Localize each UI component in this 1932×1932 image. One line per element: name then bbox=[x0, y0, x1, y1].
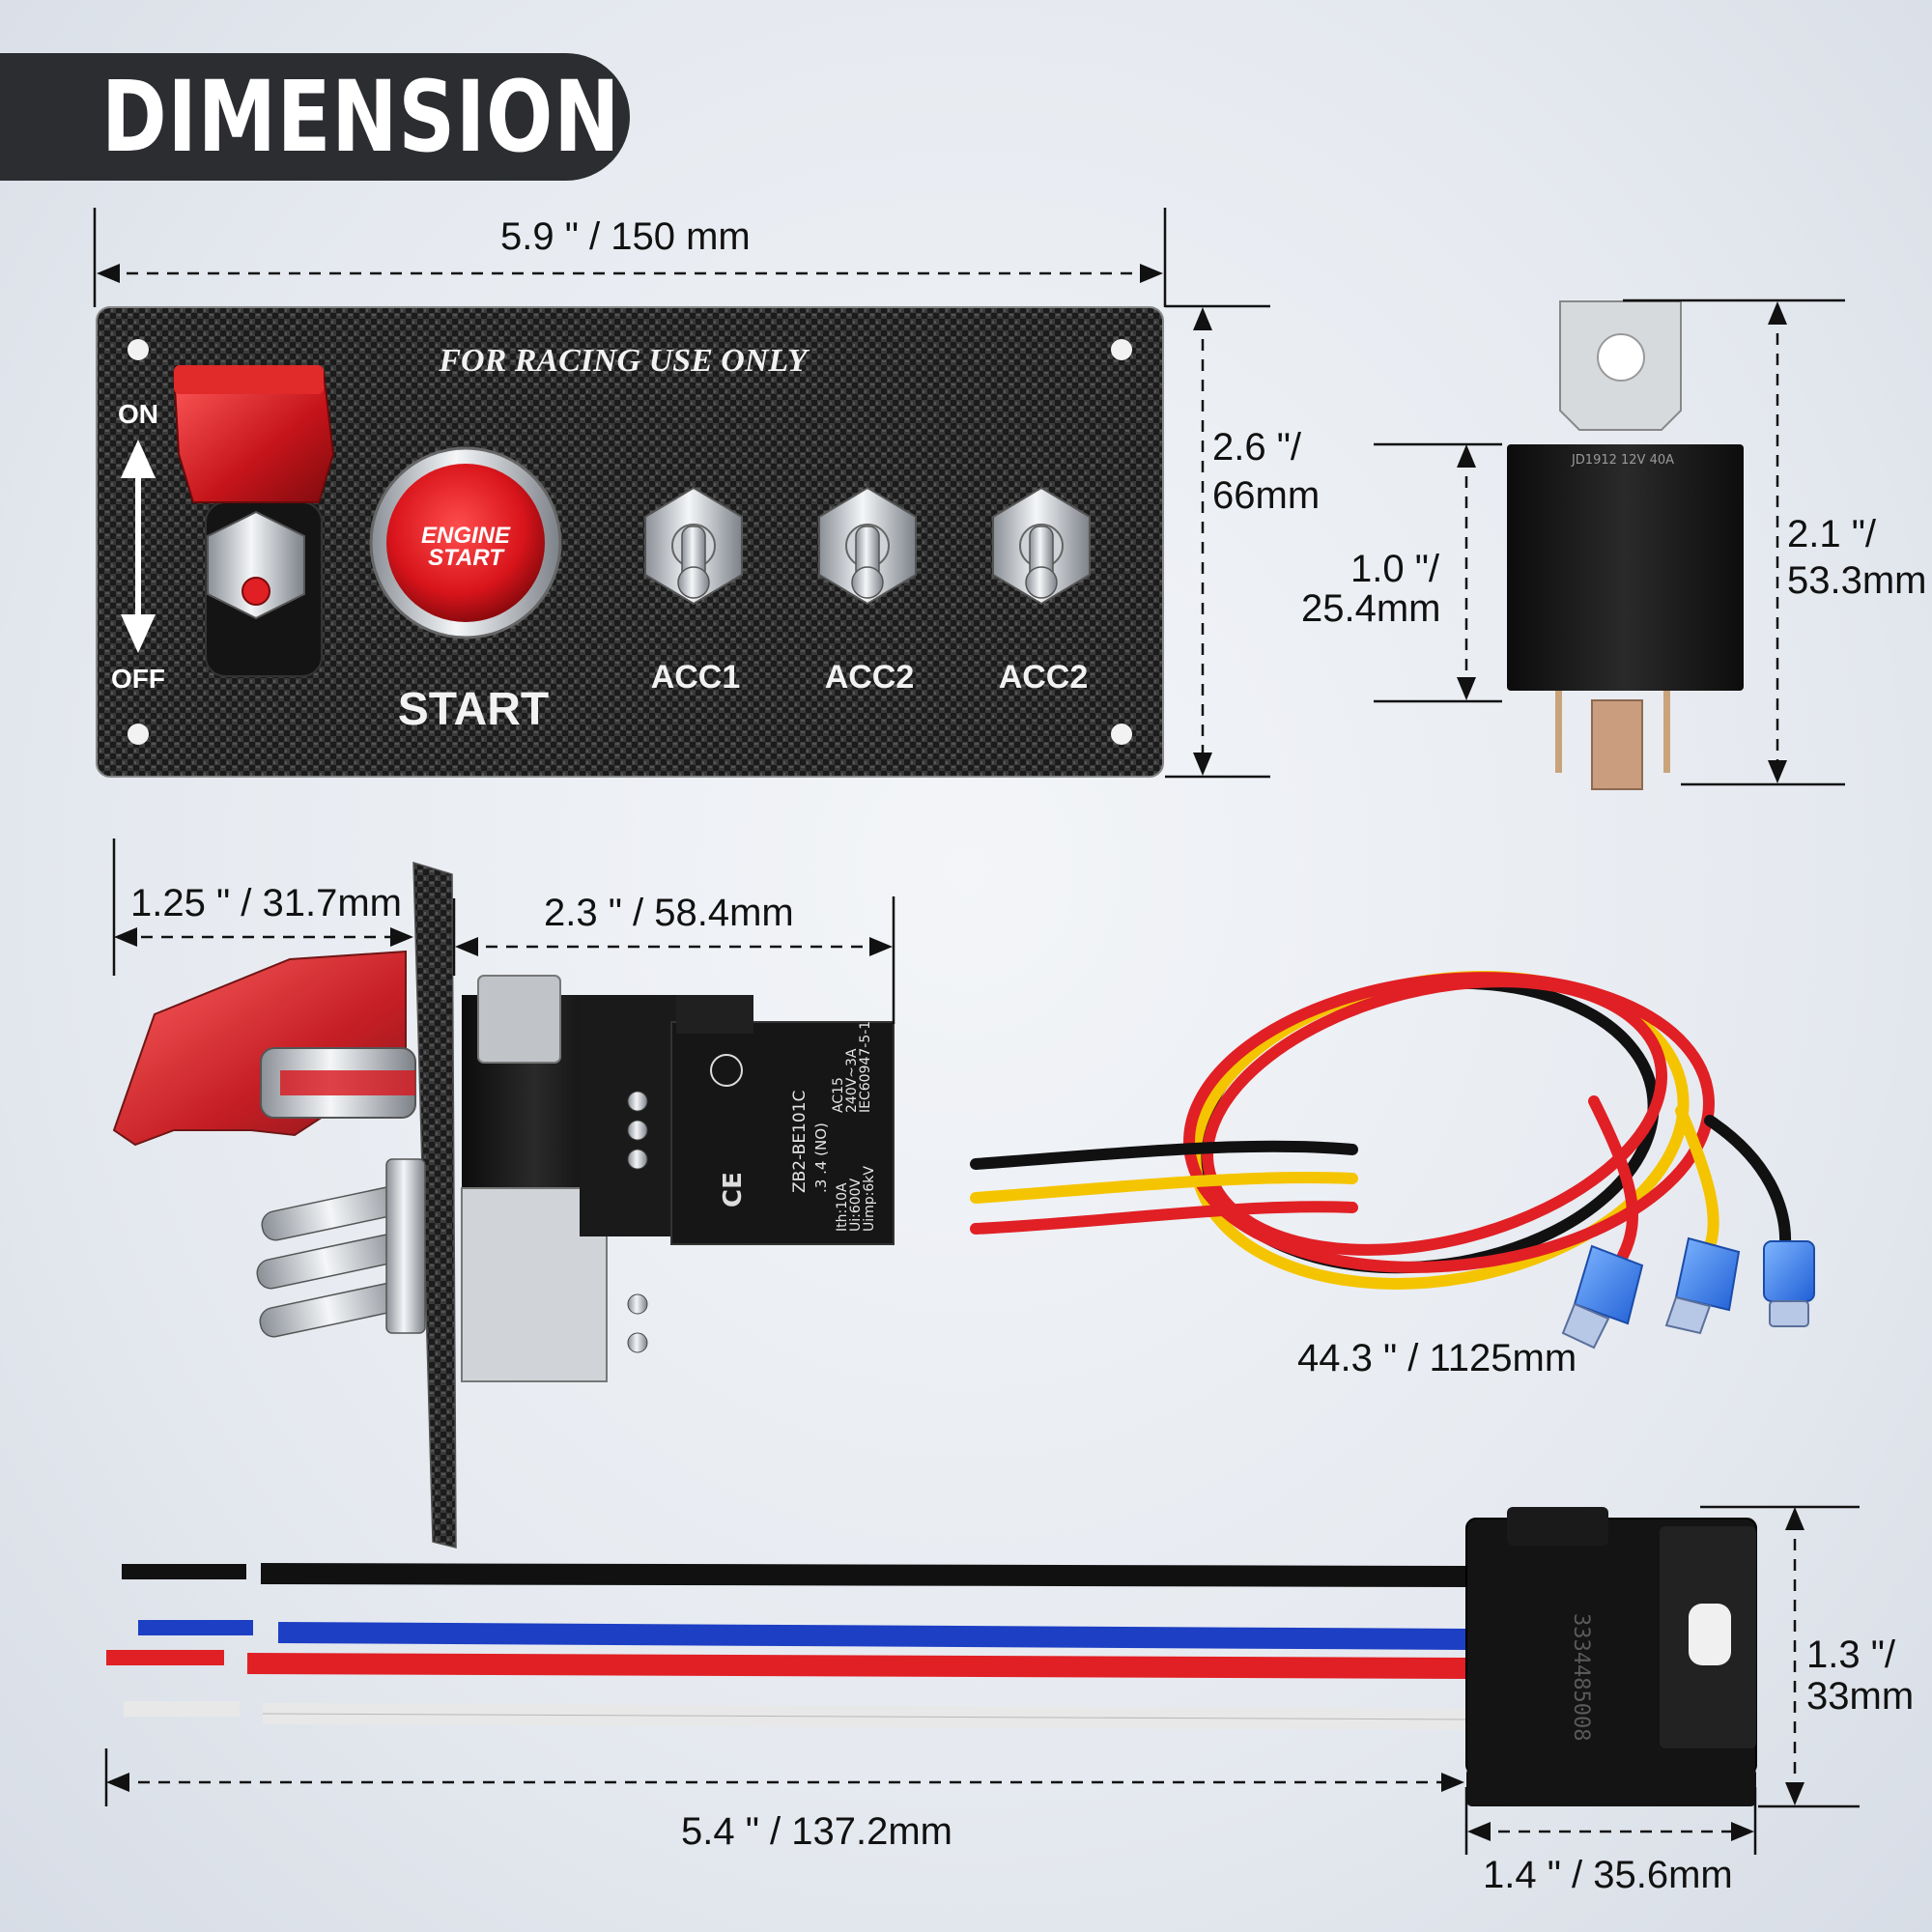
relay-label: JD1912 12V 40A bbox=[1571, 453, 1674, 468]
module-text-ac15: AC15 bbox=[831, 1077, 846, 1113]
up-down-arrow-icon bbox=[121, 440, 156, 653]
panel-height-label-1: 2.6 "/ bbox=[1212, 426, 1302, 469]
relay-total-height-label-1: 2.1 "/ bbox=[1787, 513, 1877, 555]
spade-terminals bbox=[1561, 1236, 1815, 1350]
switch-panel: FOR RACING USE ONLY ON OFF ENGINE START … bbox=[96, 306, 1164, 778]
socket-length-label: 5.4 " / 137.2mm bbox=[681, 1810, 952, 1853]
page-title: DIMENSION bbox=[101, 60, 621, 175]
module-text-model: ZB2-BE101C bbox=[790, 1091, 810, 1193]
engine-button-label-2: START bbox=[428, 545, 505, 571]
side-front-depth-label: 1.25 " / 31.7mm bbox=[130, 882, 402, 924]
module-text-uimp: Uimp:6kV bbox=[862, 1166, 877, 1232]
side-dimension-lines bbox=[112, 838, 895, 1024]
toggle-switch-acc2[interactable] bbox=[818, 486, 917, 606]
module-rating-text: ZB2-BE101C .3 .4 (NO) AC15 240V~3A IEC60… bbox=[790, 1021, 877, 1232]
relay-body-height-label-2: 25.4mm bbox=[1301, 587, 1441, 630]
ce-mark-icon: CE bbox=[710, 1054, 748, 1208]
relay-dimension-lines bbox=[1374, 298, 1845, 786]
wire-harness bbox=[970, 971, 1792, 1290]
socket-dimension-lines bbox=[104, 1505, 1860, 1855]
module-text-standard: IEC60947-5-1 bbox=[858, 1021, 873, 1113]
side-back-depth-label: 2.3 " / 58.4mm bbox=[544, 892, 794, 934]
relay-total-height-label-2: 53.3mm bbox=[1787, 559, 1927, 602]
engine-start-button[interactable] bbox=[369, 446, 562, 639]
panel-on-label: ON bbox=[118, 399, 158, 429]
panel-dimension-lines bbox=[93, 208, 1270, 779]
relay-body-height-label-1: 1.0 "/ bbox=[1350, 548, 1440, 590]
relay: JD1912 12V 40A bbox=[1507, 300, 1744, 790]
panel-acc1-label: ACC1 bbox=[651, 659, 741, 696]
module-text-contacts: .3 .4 (NO) bbox=[812, 1122, 830, 1193]
module-text-voltage: 240V~3A bbox=[844, 1048, 860, 1113]
title-banner bbox=[0, 53, 630, 181]
relay-socket: 3334485008 bbox=[1465, 1507, 1757, 1806]
panel-width-label: 5.9 " / 150 mm bbox=[500, 215, 751, 258]
panel-start-label: START bbox=[398, 684, 549, 735]
socket-width-label: 1.4 " / 35.6mm bbox=[1483, 1854, 1733, 1896]
toggle-switch-acc1[interactable] bbox=[644, 486, 743, 606]
module-text-ui: Ui:600V bbox=[848, 1178, 864, 1232]
harness-length-label: 44.3 " / 1125mm bbox=[1297, 1337, 1577, 1379]
socket-height-label-2: 33mm bbox=[1806, 1675, 1915, 1718]
panel-racing-label: FOR RACING USE ONLY bbox=[438, 343, 810, 379]
panel-off-label: OFF bbox=[111, 664, 165, 694]
module-text-ith: Ith:10A bbox=[835, 1182, 850, 1232]
svg-text:CE: CE bbox=[719, 1172, 748, 1208]
socket-height-label-1: 1.3 "/ bbox=[1806, 1634, 1896, 1676]
panel-acc2-label: ACC2 bbox=[825, 659, 915, 696]
toggle-switch-acc2-second[interactable] bbox=[992, 486, 1091, 606]
safety-cover-toggle[interactable] bbox=[172, 365, 335, 677]
socket-marking: 3334485008 bbox=[1569, 1613, 1593, 1741]
relay-socket-wires bbox=[106, 1563, 1469, 1730]
panel-acc2-label-second: ACC2 bbox=[999, 659, 1089, 696]
panel-height-label-2: 66mm bbox=[1212, 474, 1321, 517]
engine-button-label-1: ENGINE bbox=[421, 523, 511, 549]
panel-side-view: CE bbox=[112, 861, 895, 1548]
